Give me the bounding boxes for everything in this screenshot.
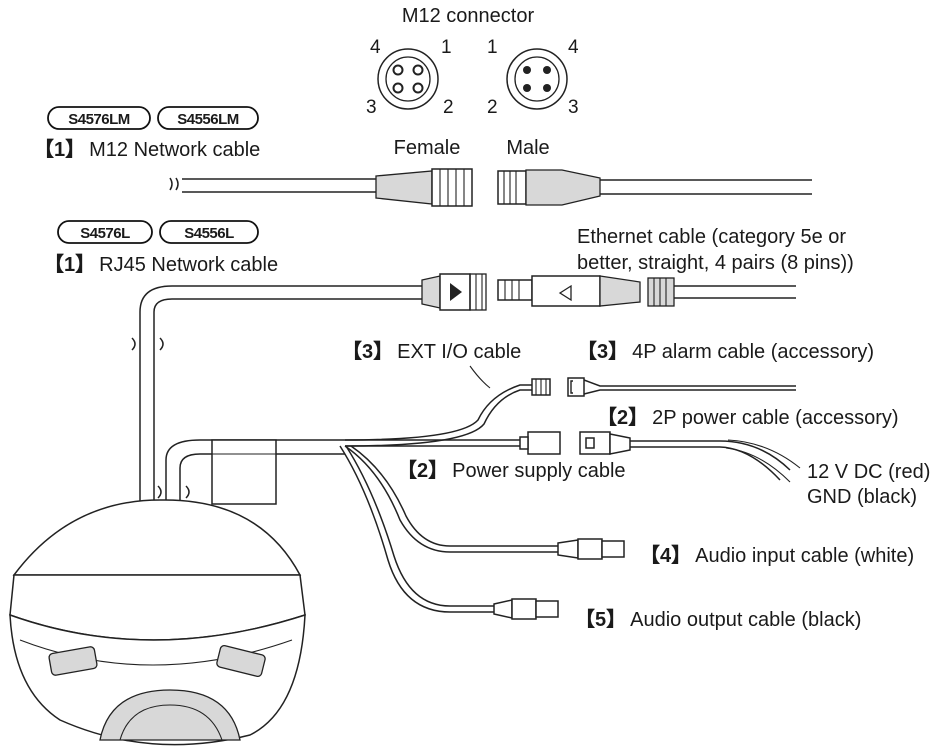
m12-network-cable (169, 168, 473, 207)
male-pin-4: 4 (568, 37, 579, 58)
dc-red-label: 12 V DC (red) (807, 461, 930, 483)
power-supply-cable-label: 【2】Power supply cable (397, 459, 626, 482)
badge-s4556l: S4556L (159, 220, 259, 244)
audio-output-cable-label: 【5】Audio output cable (black) (575, 608, 861, 631)
svg-text:S4576L: S4576L (80, 225, 130, 242)
audio-output-cable (339, 445, 559, 620)
power-2p-cable (579, 431, 801, 483)
male-pin-3: 3 (568, 97, 579, 118)
male-pin-2: 2 (487, 97, 498, 118)
ext-io-cable-label: 【3】EXT I/O cable (342, 340, 521, 363)
ext-io-cable (344, 365, 551, 447)
svg-text:S4576LM: S4576LM (68, 111, 130, 128)
m12-network-cable-label: 【1】M12 Network cable (34, 138, 260, 161)
male-label: Male (506, 137, 549, 159)
female-pin-3: 3 (366, 97, 377, 118)
alarm-4p-cable-label: 【3】4P alarm cable (accessory) (577, 340, 874, 363)
svg-text:S4556L: S4556L (184, 225, 234, 242)
camera-cable-hub (157, 439, 345, 520)
power-supply-cable (345, 431, 561, 455)
alarm-4p-cable (567, 377, 796, 397)
female-pin-2: 2 (443, 97, 454, 118)
female-pin-4: 4 (370, 37, 381, 58)
badge-s4556lm: S4556LM (157, 106, 259, 130)
m12-connector-title: M12 connector (402, 5, 535, 27)
m12-male-plug (497, 169, 812, 206)
dome-camera (9, 499, 306, 746)
female-pin-1: 1 (441, 37, 452, 58)
power-2p-cable-label: 【2】2P power cable (accessory) (597, 406, 899, 429)
badge-s4576lm: S4576LM (47, 106, 151, 130)
ethernet-rj45-plug (497, 275, 796, 307)
ethernet-cable-label-line2: better, straight, 4 pairs (8 pins)) (577, 252, 854, 274)
gnd-black-label: GND (black) (807, 486, 917, 508)
m12-female-face (377, 48, 439, 110)
m12-male-face (506, 48, 568, 110)
female-label: Female (394, 137, 461, 159)
audio-input-cable (344, 445, 625, 560)
male-pin-1: 1 (487, 37, 498, 58)
badge-s4576l: S4576L (57, 220, 153, 244)
rj45-network-cable-label: 【1】RJ45 Network cable (44, 253, 278, 276)
ethernet-cable-label-line1: Ethernet cable (category 5e or (577, 226, 846, 248)
rj45-network-cable (131, 273, 487, 520)
svg-text:S4556LM: S4556LM (177, 111, 239, 128)
audio-input-cable-label: 【4】Audio input cable (white) (640, 544, 914, 567)
